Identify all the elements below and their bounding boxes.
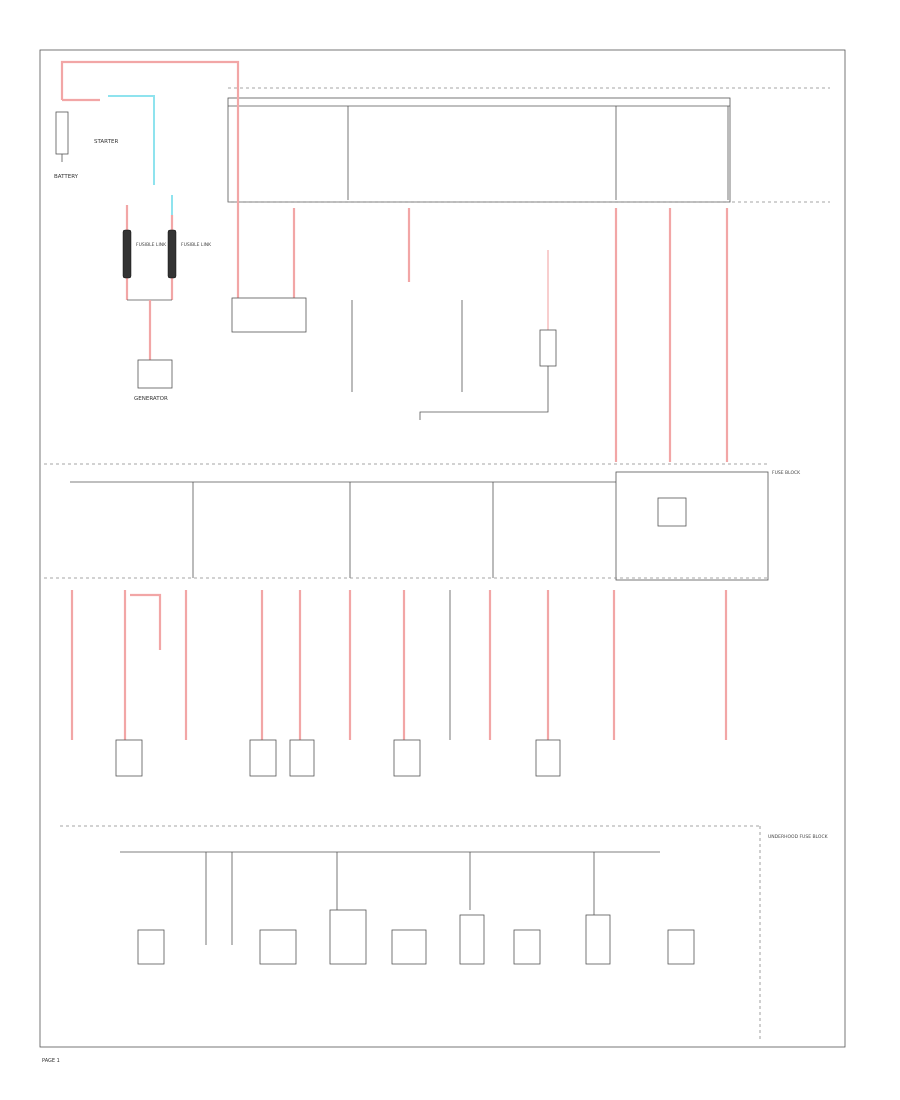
relay-box: [539, 329, 557, 367]
bottom-box-5: [459, 914, 485, 965]
battery-feed-wire: [60, 60, 240, 100]
battery-label: BATTERY: [54, 174, 79, 180]
generator-box: [137, 359, 173, 389]
battery-symbol: [55, 111, 69, 155]
fuse-block-relay: [657, 497, 687, 527]
bottom-box-8: [667, 929, 695, 965]
starter-wire: [108, 95, 155, 185]
bottom-box-6: [513, 929, 541, 965]
bottom-box-4: [391, 929, 427, 965]
middle-fuse-block: [615, 471, 769, 581]
diagram-frame: [39, 49, 846, 1048]
fusible-link-left: [122, 229, 132, 279]
bottom-box-2: [259, 929, 297, 965]
bottom-box-3: [329, 909, 367, 965]
bottom-box-1: [137, 929, 165, 965]
fuse-block-label: FUSE BLOCK: [772, 470, 801, 476]
module-box-1: [231, 297, 307, 333]
fusible-link-2-label: FUSIBLE LINK: [181, 242, 212, 248]
generator-label: GENERATOR: [134, 396, 168, 402]
load-box-2: [249, 739, 277, 777]
bottom-right-label: UNDERHOOD FUSE BLOCK: [768, 834, 829, 840]
footer-label: PAGE 1: [42, 1058, 60, 1064]
load-box-4: [393, 739, 421, 777]
bottom-box-7: [585, 914, 611, 965]
fusible-link-1-label: FUSIBLE LINK: [136, 242, 167, 248]
top-fuse-block: [227, 97, 731, 203]
fusible-link-right: [167, 229, 177, 279]
load-box-1: [115, 739, 143, 777]
load-box-3: [289, 739, 315, 777]
load-drop-3: [130, 593, 162, 650]
starter-label: STARTER: [94, 139, 118, 145]
load-box-5: [535, 739, 561, 777]
